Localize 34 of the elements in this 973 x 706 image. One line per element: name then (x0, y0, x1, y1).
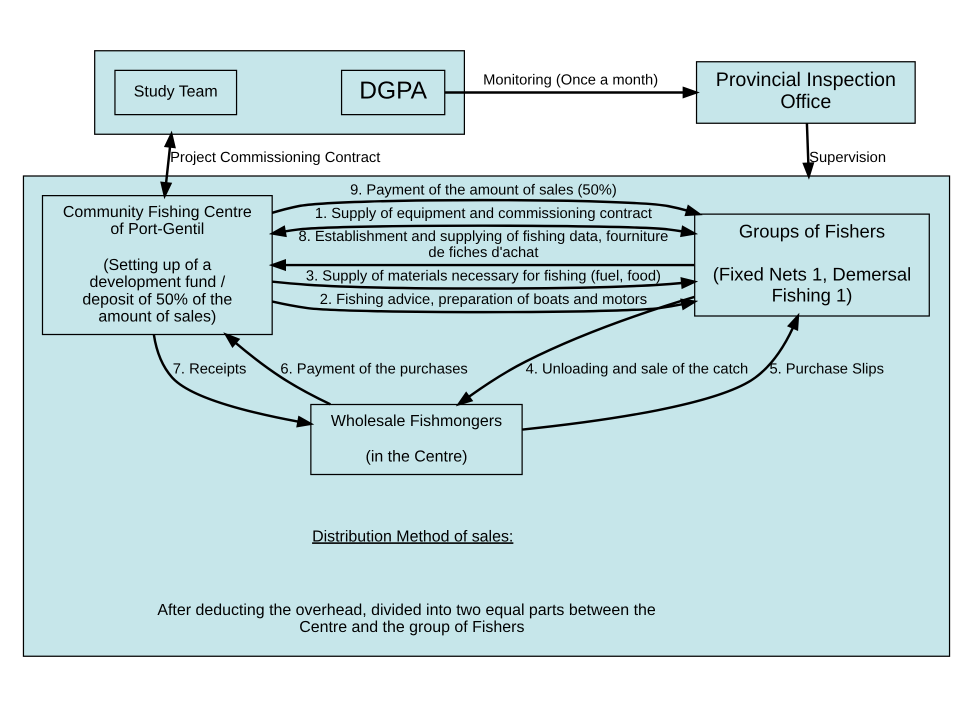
label: Distribution Method of sales: (312, 528, 514, 545)
node-box: Community Fishing Centre of Port-Gentil (Setting up of a development fund / deposit of 50% of the amount of sales) (42, 194, 273, 335)
arrow (456, 295, 695, 406)
edge-label: Project Commissioning Contract (170, 150, 380, 166)
cluster (94, 50, 465, 134)
edge-label: 6. Payment of the purchases (280, 360, 468, 377)
arrow (445, 86, 700, 98)
edge-label: 1. Supply of equipment and commissioning contract (314, 205, 652, 222)
arrow (522, 312, 800, 430)
node-box: Wholesale Fishmongers (in the Centre) (310, 403, 523, 475)
node-box: Groups of Fishers (Fixed Nets 1, Demersal Fishing 1) (694, 212, 930, 316)
arrow (160, 130, 176, 199)
cluster (22, 174, 950, 656)
edge-label: 3. Supply of materials necessary for fishing (fuel, food) (306, 268, 661, 284)
edge-label: 4. Unloading and sale of the catch (526, 360, 748, 377)
arrow (272, 198, 703, 216)
edge-label: Monitoring (Once a month) (483, 72, 658, 88)
arrow (152, 334, 314, 427)
arrow (223, 332, 331, 405)
edge-label: 9. Payment of the amount of sales (50%) (350, 182, 617, 198)
edge-label: 2. Fishing advice, preparation of boats and motors (320, 291, 648, 308)
arrow (272, 276, 698, 290)
arrow (268, 258, 694, 271)
edge-label: 7. Receipts (172, 360, 246, 377)
edge-label: Supervision (809, 150, 886, 166)
edge-label: 5. Purchase Slips (769, 360, 884, 377)
node-box: DGPA (340, 69, 446, 115)
arrow (802, 122, 814, 180)
edge-label: 8. Establishment and supplying of fishing data, fourniture de fiches d'achat (298, 228, 668, 261)
arrow (268, 224, 698, 237)
label: After deducting the overhead, divided into two equal parts between the Centre and the group of Fishers (157, 601, 656, 636)
node-box: Study Team (114, 69, 238, 115)
arrow (272, 298, 698, 313)
node-box: Provincial Inspection Office (696, 60, 916, 124)
